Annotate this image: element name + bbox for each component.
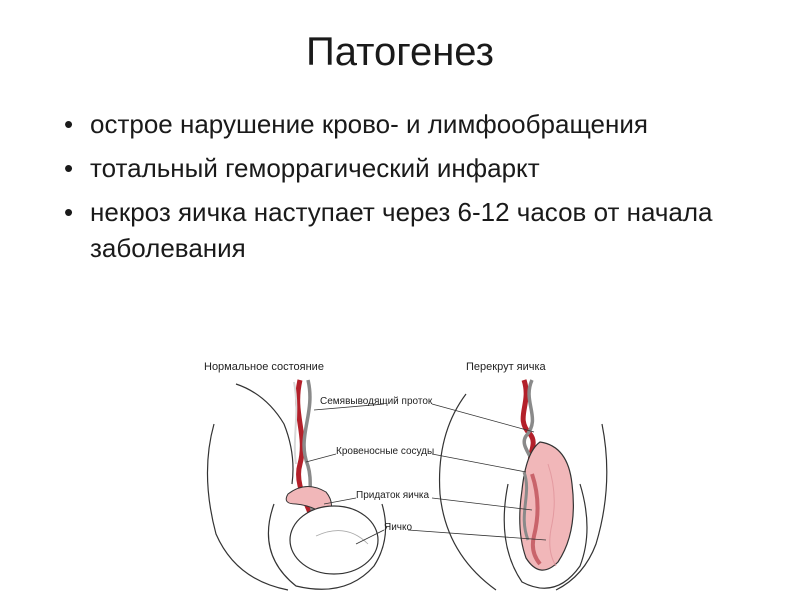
torsion-anatomy [438, 379, 608, 591]
thigh-outline [235, 383, 294, 485]
heading-torsion: Перекрут яичка [466, 361, 547, 373]
label-testis: Яичко [355, 522, 547, 545]
label-text-epididymis: Придаток яичка [356, 490, 430, 501]
torsion-shading [547, 463, 557, 567]
label-blood-vessels: Кровеносные сосуды [305, 446, 527, 473]
cord-white-normal [293, 381, 298, 465]
bullet-text: тотальный геморрагический инфаркт [90, 153, 540, 183]
bullet-text: острое нарушение крово- и лимфообращения [90, 109, 648, 139]
label-text-blood-vessels: Кровеносные сосуды [336, 446, 434, 457]
label-text-testis: Яичко [384, 522, 413, 533]
bullet-text: некроз яичка наступает через 6-12 часов … [90, 197, 713, 263]
bullet-list: • острое нарушение крово- и лимфообращен… [64, 106, 764, 274]
bullet-marker: • [64, 153, 74, 183]
label-text-vas-deferens: Семявыводящий проток [320, 396, 433, 407]
vessels-torsion [522, 471, 530, 541]
anatomy-illustration: Нормальное состояние Перекрут яичка [204, 361, 608, 591]
slide-title: Патогенез [306, 30, 494, 74]
body-outline-left [206, 423, 289, 591]
bullet-item: • острое нарушение крово- и лимфообращен… [64, 106, 764, 142]
scrotum-outline-normal [267, 503, 387, 590]
bullet-item: • некроз яичка наступает через 6-12 часо… [64, 194, 764, 266]
testis-normal [289, 505, 379, 575]
label-vas-deferens: Семявыводящий проток [313, 396, 535, 433]
epididymis-torsion [530, 473, 542, 566]
normal-anatomy [206, 379, 387, 591]
heading-normal: Нормальное состояние [204, 361, 324, 373]
label-epididymis: Придаток яичка [323, 490, 533, 511]
bullet-item: • тотальный геморрагический инфаркт [64, 150, 764, 186]
testis-shading [315, 530, 369, 545]
body-outline-right [438, 393, 497, 591]
torsion-diagram: Нормальное состояние Перекрут яичка [196, 354, 616, 594]
bullet-marker: • [64, 197, 74, 227]
testis-torsion [519, 441, 574, 571]
body-outline-far-right [555, 423, 608, 591]
scrotum-outline-torsion [503, 483, 588, 589]
bullet-marker: • [64, 109, 74, 139]
